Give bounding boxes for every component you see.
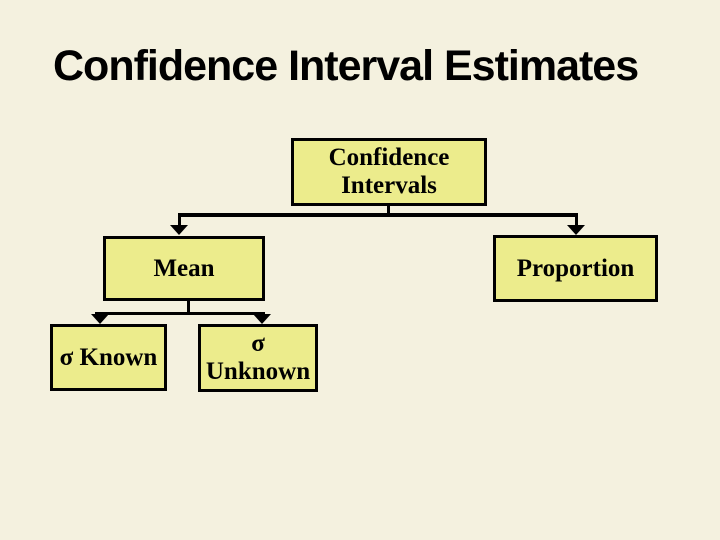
node-mean: Mean <box>103 236 265 301</box>
arrowhead-down-sigma-known-icon <box>91 314 109 324</box>
connector-sigma-horizontal <box>95 312 265 315</box>
node-confidence-intervals: Confidence Intervals <box>291 138 487 206</box>
arrowhead-down-mean-icon <box>170 225 188 235</box>
node-confidence-intervals-line2: Intervals <box>341 172 437 199</box>
node-proportion-label: Proportion <box>516 254 635 282</box>
arrowhead-down-sigma-unknown-icon <box>253 314 271 324</box>
connector-drop-to-proportion <box>575 215 578 226</box>
node-sigma-unknown-line2: Unknown <box>205 358 311 385</box>
arrowhead-down-proportion-icon <box>567 225 585 235</box>
node-sigma-unknown: σ Unknown <box>198 324 318 392</box>
node-proportion: Proportion <box>493 235 658 302</box>
connector-root-stub <box>387 205 390 215</box>
slide-title: Confidence Interval Estimates <box>53 42 639 90</box>
node-sigma-unknown-line1: σ <box>251 330 265 357</box>
node-confidence-intervals-line1: Confidence <box>328 144 450 171</box>
connector-mean-stub <box>187 301 190 314</box>
node-sigma-known-label: σ Known <box>59 343 158 371</box>
connector-drop-to-mean <box>178 215 181 226</box>
node-sigma-known: σ Known <box>50 324 167 391</box>
connector-branch-horizontal <box>178 213 578 217</box>
node-mean-label: Mean <box>153 254 215 282</box>
